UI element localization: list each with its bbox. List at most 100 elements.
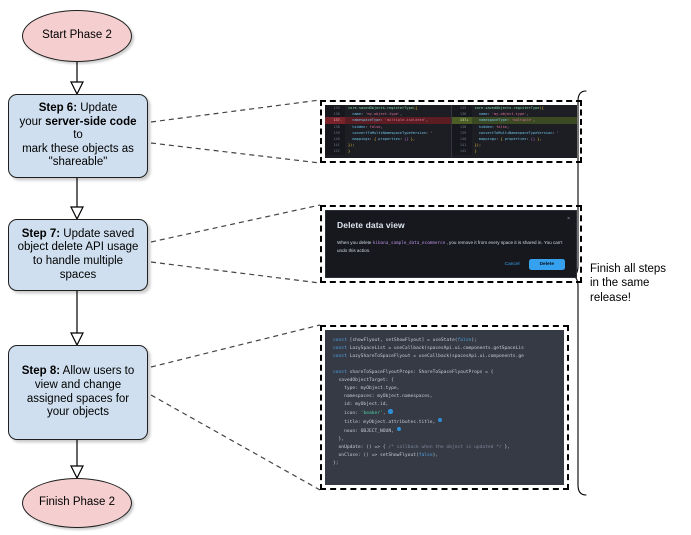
code-line: onClose: () => setShowFlyout(false),: [333, 453, 439, 458]
screenshot-registertype-diff[interactable]: 135 core.savedObjects.registerType({136 …: [325, 105, 577, 158]
diff-line-source: core.savedObjects.registerType({: [474, 106, 544, 110]
step8-line3: assigned spaces for: [26, 392, 130, 405]
node-start-phase-2[interactable]: Start Phase 2: [22, 10, 132, 62]
screenshot-delete-data-view-modal[interactable]: × Delete data view When you delete kiban…: [325, 210, 577, 278]
step7-line1: Update saved: [60, 227, 135, 240]
diff-line-number: 137+: [451, 117, 472, 124]
cancel-button[interactable]: Cancel: [504, 261, 520, 267]
code-line: title: myObject.attributes.title,: [333, 418, 564, 427]
modal-body-code: kibana_sample_data_ecommerce: [372, 241, 446, 246]
step7-line3: to handle multiple spaces: [32, 255, 124, 281]
diff-line-source: }: [348, 149, 351, 154]
modal-actions: Cancel Delete: [504, 258, 565, 270]
diff-line-number: 137-: [325, 117, 345, 124]
delete-button[interactable]: Delete: [528, 258, 565, 270]
diff-line: 137+ namespaceType: 'multiple',: [451, 117, 577, 124]
node-step-7-text: Step 7: Update saved object delete API u…: [15, 228, 141, 282]
node-step-8-text: Step 8: Allow users to view and change a…: [22, 365, 135, 419]
node-step-7[interactable]: Step 7: Update saved object delete API u…: [8, 219, 148, 291]
brace-note-line-1: Finish all steps: [590, 263, 667, 275]
diff-line-number: 136: [451, 111, 472, 118]
step6-line4: "shareable": [48, 156, 108, 169]
diff-line: 135 core.savedObjects.registerType({: [325, 105, 451, 112]
diff-line-source: mappings: { properties: {} },: [478, 136, 542, 141]
diff-line-number: 141: [451, 142, 472, 149]
brace-note-line-3: release!: [590, 291, 631, 304]
modal-title: Delete data view: [337, 220, 405, 230]
code-line: icon: 'beaker',: [333, 409, 564, 418]
diff-line-number: 141: [325, 142, 345, 149]
code-line: type: myObject.type,: [333, 386, 400, 392]
node-finish-label: Finish Phase 2: [38, 496, 116, 509]
step6-line2-bold: server-side code: [45, 115, 137, 128]
node-step-6[interactable]: Step 6: Update your server-side code to …: [8, 94, 148, 178]
code-line: onUpdate: () => { /* callback when the o…: [333, 444, 511, 450]
code-line: const LazyShareToSpaceFlyout = useCallba…: [333, 354, 524, 360]
step8-prefix: Step 8:: [21, 365, 61, 378]
diff-line: 136 name: 'my-object-type',: [451, 111, 578, 118]
diff-line-number: 135: [325, 105, 345, 112]
diff-pane-after: 135 core.savedObjects.registerType({136 …: [450, 105, 578, 158]
node-finish-phase-2[interactable]: Finish Phase 2: [22, 478, 132, 528]
diff-line-source: name: 'my-object-type',: [352, 112, 403, 117]
diff-line-source: name: 'my-object-type',: [478, 112, 529, 117]
node-step-6-text: Step 6: Update your server-side code to …: [15, 102, 141, 170]
modal-body-after: , you remove it from every space it is s…: [337, 240, 563, 253]
diff-line: 136 name: 'my-object-type',: [325, 111, 451, 118]
callout-frame-diff: [320, 100, 582, 163]
diff-line-number: 142: [325, 148, 345, 155]
code-line: const [showFlyout, setShowFlyout] = useS…: [333, 338, 477, 343]
step8-line4: your objects: [46, 406, 109, 419]
diff-line: 142 }: [451, 148, 578, 155]
annotation-badge-icon: [396, 427, 401, 432]
code-line: namespaces: myObject.namespaces,: [333, 394, 433, 400]
diff-line-number: 138: [451, 123, 472, 130]
step6-prefix: Step 6:: [38, 102, 78, 115]
annotation-badge-icon: [388, 409, 393, 414]
diff-line-number: 136: [325, 111, 345, 118]
diff-line-source: core.savedObjects.registerType({: [348, 106, 418, 110]
diff-line-source: });: [348, 143, 355, 148]
code-line: };: [333, 461, 339, 467]
diff-line-source: hidden: false,: [352, 124, 383, 129]
close-icon[interactable]: ×: [567, 216, 570, 222]
code-line: [333, 361, 564, 369]
diff-line-source: convertToMultiNamespaceTypeVersion: ': [352, 130, 433, 135]
step6-line2b: to: [73, 129, 83, 142]
callout-frame-react: [320, 325, 569, 490]
diff-line-source: namespaceType: 'multiple',: [478, 118, 536, 123]
step7-line2: object delete API usage: [17, 241, 139, 254]
diff-line: 140 mappings: { properties: {} },: [325, 135, 451, 143]
diff-line-number: 142: [451, 148, 472, 155]
diff-line: 135 core.savedObjects.registerType({: [451, 105, 578, 112]
step7-prefix: Step 7:: [21, 227, 61, 240]
diff-line-source: }: [474, 149, 477, 154]
callout-frame-modal: [320, 205, 582, 283]
diff-line-number: 139: [325, 129, 345, 136]
brace-note-line-2: in the same: [590, 277, 650, 290]
code-line: const shareToSpaceFlyoutProps: ShareToSp…: [333, 370, 494, 376]
code-line: savedObjectTarget: {: [333, 378, 394, 384]
diff-line: 138 hidden: false,: [451, 123, 578, 130]
code-line: const LazySpaceList = useCallback(spaces…: [333, 346, 524, 352]
diff-line-number: 139: [451, 129, 472, 136]
node-step-8[interactable]: Step 8: Allow users to view and change a…: [8, 345, 148, 440]
code-line: noun: OBJECT_NOUN,: [333, 427, 564, 436]
node-start-label: Start Phase 2: [42, 29, 112, 42]
diff-line: 138 hidden: false,: [325, 123, 451, 130]
diff-line-number: 140: [451, 135, 472, 143]
diff-pane-before: 135 core.savedObjects.registerType({136 …: [325, 105, 451, 158]
diff-line: 137- namespaceType: 'multiple-isolated',: [325, 117, 451, 124]
diff-line-source: hidden: false,: [478, 124, 510, 129]
diff-line-number: 135: [451, 105, 472, 112]
code-line: },: [333, 436, 345, 442]
code-line: id: myObject.id,: [333, 402, 389, 408]
step8-line1: Allow users to: [60, 365, 135, 378]
diff-line: 140 mappings: { properties: {} },: [451, 135, 578, 143]
screenshot-sharetospaceflyout-code[interactable]: const [showFlyout, setShowFlyout] = useS…: [325, 330, 564, 485]
step8-line2: view and change: [34, 378, 122, 391]
diff-line-source: mappings: { properties: {} },: [352, 136, 416, 141]
diff-line-source: convertToMultiNamespaceTypeVersion: ': [478, 130, 559, 135]
diff-line-number: 138: [325, 123, 345, 130]
